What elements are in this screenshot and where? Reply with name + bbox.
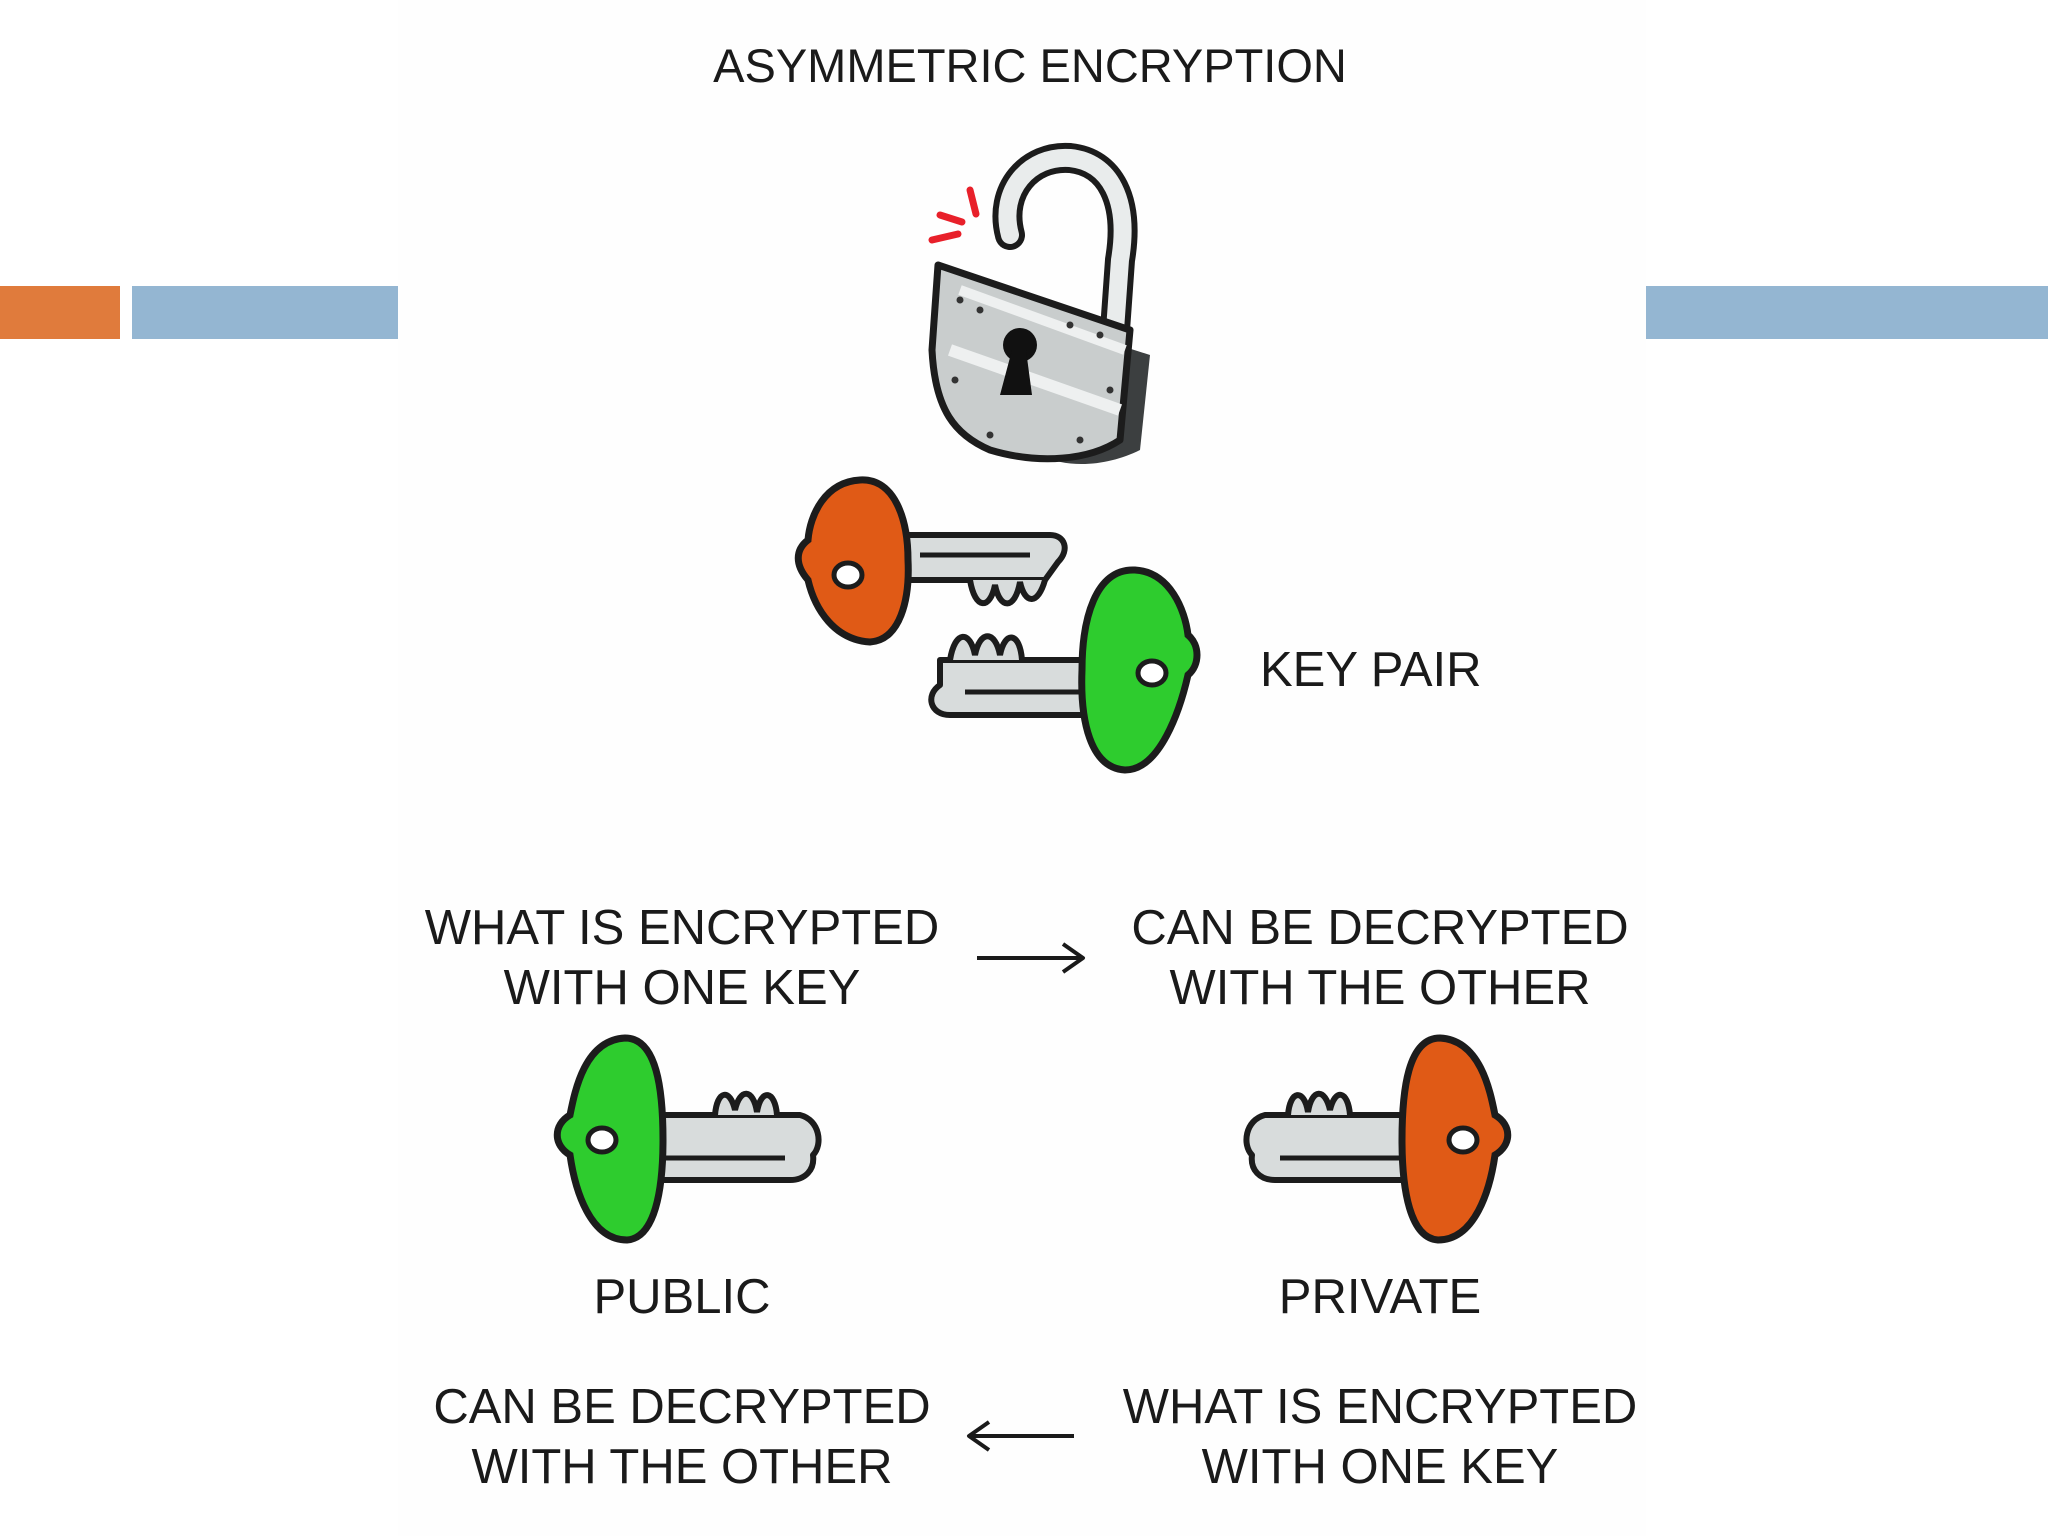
accent-bar-blue-right: [1645, 286, 2048, 339]
diagram-title: ASYMMETRIC ENCRYPTION: [713, 39, 1347, 92]
accent-bar-blue-left: [132, 286, 399, 339]
accent-bar-orange: [0, 286, 120, 339]
private-key-label: PRIVATE: [1278, 1270, 1482, 1324]
text-line: CAN BE DECRYPTED: [433, 1380, 931, 1434]
green-key-icon: [928, 566, 1201, 774]
alert-marks: [928, 186, 980, 244]
text-line: WITH THE OTHER: [471, 1440, 893, 1494]
text-line: WHAT IS ENCRYPTED: [424, 901, 940, 955]
private-key-icon: [1243, 1034, 1512, 1244]
decrypted-with-other-text: CAN BE DECRYPTED WITH THE OTHER: [1080, 898, 1680, 1018]
open-padlock-icon: [928, 142, 1150, 465]
encrypted-with-one-key-text: WHAT IS ENCRYPTED WITH ONE KEY: [1080, 1377, 1680, 1497]
key-pair-label: KEY PAIR: [1260, 643, 1482, 697]
left-arrow-icon: [967, 1420, 1074, 1452]
key-pair-icon: [794, 476, 1201, 774]
encrypted-with-one-key-text: WHAT IS ENCRYPTED WITH ONE KEY: [382, 898, 982, 1018]
text-line: CAN BE DECRYPTED: [1131, 901, 1629, 955]
public-key-icon: [553, 1034, 822, 1244]
text-line: WITH THE OTHER: [1169, 961, 1591, 1015]
decrypted-with-other-text: CAN BE DECRYPTED WITH THE OTHER: [382, 1377, 982, 1497]
public-key-label: PUBLIC: [593, 1270, 771, 1324]
illustration-panel: [398, 0, 1646, 1536]
text-line: WITH ONE KEY: [1201, 1440, 1559, 1494]
orange-key-icon: [794, 476, 1068, 646]
text-line: WITH ONE KEY: [503, 961, 861, 1015]
right-arrow-icon: [977, 942, 1085, 974]
text-line: WHAT IS ENCRYPTED: [1122, 1380, 1638, 1434]
